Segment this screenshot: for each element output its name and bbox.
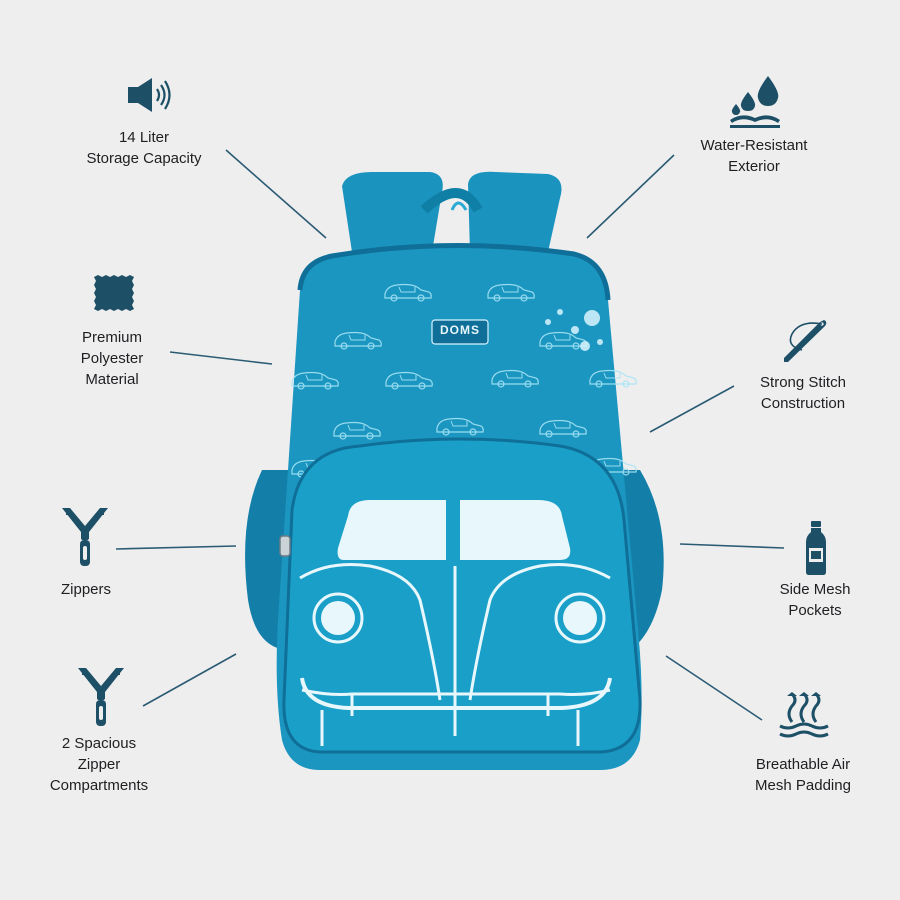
feature-air-mesh-label: Breathable Air Mesh Padding xyxy=(738,754,868,796)
feature-line: Side Mesh xyxy=(779,581,851,598)
airflow-icon xyxy=(779,692,829,738)
feature-compartments-label: 2 Spacious Zipper Compartments xyxy=(28,733,170,796)
feature-line: 14 Liter xyxy=(118,129,170,146)
feature-line: 2 Spacious xyxy=(61,735,137,752)
feature-mesh-pockets-label: Side Mesh Pockets xyxy=(760,579,870,621)
feature-line: Premium xyxy=(81,329,142,346)
fabric-icon xyxy=(94,275,134,311)
feature-line: Zipper xyxy=(77,756,121,773)
feature-line: Material xyxy=(85,371,139,388)
feature-line: Mesh Padding xyxy=(755,777,851,794)
feature-line: Pockets xyxy=(788,602,842,619)
feature-line: Zippers xyxy=(60,581,112,598)
needle-thread-icon xyxy=(784,320,827,362)
feature-line: Breathable Air xyxy=(755,756,851,773)
feature-water-label: Water-Resistant Exterior xyxy=(680,135,828,177)
feature-zippers-label: Zippers xyxy=(36,579,136,600)
feature-line: Strong Stitch xyxy=(760,374,846,391)
feature-capacity-label: 14 Liter Storage Capacity xyxy=(64,127,224,169)
water-drops-icon xyxy=(730,76,780,128)
feature-polyester-label: Premium Polyester Material xyxy=(48,327,176,390)
feature-line: Water-Resistant xyxy=(700,137,808,154)
feature-line: Construction xyxy=(760,395,846,412)
zipper-icon xyxy=(78,668,124,726)
speaker-icon xyxy=(128,78,171,112)
brand-patch-label: DOMS xyxy=(440,323,480,337)
feature-line: Compartments xyxy=(49,777,149,794)
feature-line: Polyester xyxy=(80,350,144,367)
bottle-icon xyxy=(806,521,826,575)
feature-line: Exterior xyxy=(728,158,780,175)
feature-line: Storage Capacity xyxy=(86,150,202,167)
feature-stitch-label: Strong Stitch Construction xyxy=(740,372,866,414)
zipper-icon xyxy=(62,508,108,566)
